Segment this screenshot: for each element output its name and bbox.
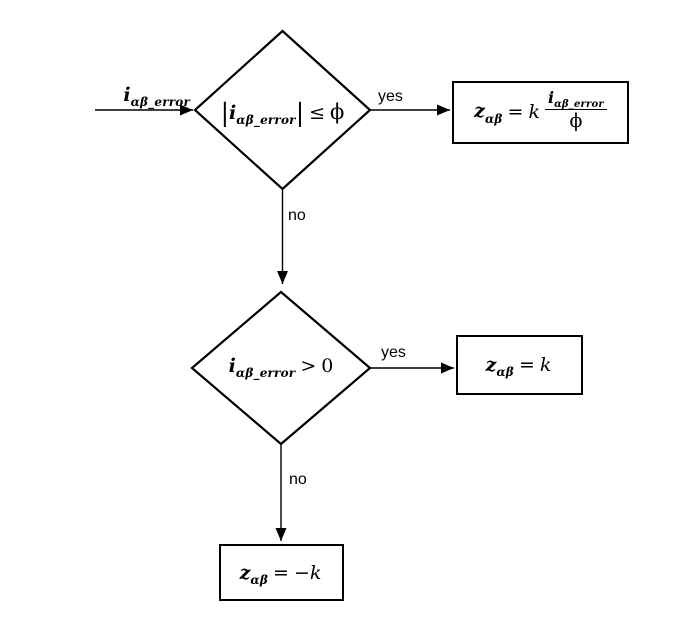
result3-subscript: αβ: [250, 572, 269, 587]
no1-label: no: [288, 207, 306, 224]
result1-subscript: αβ: [484, 111, 503, 126]
decision2-operator: >: [300, 355, 317, 377]
result1-var: z: [474, 100, 485, 123]
result2-var: z: [485, 354, 497, 376]
abs-bar-close: |: [295, 97, 305, 127]
numerator-subscript: αβ_error: [554, 99, 604, 111]
yes1-label: yes: [378, 88, 403, 105]
result2-equals: =: [518, 354, 535, 376]
decision1-label: |iαβ_error|≤ϕ: [195, 92, 370, 128]
fraction-denominator-phi: ϕ: [569, 109, 583, 132]
decision1-subscript: αβ_error: [236, 112, 296, 127]
decision1-var: i: [229, 101, 237, 124]
no2-label: no: [289, 471, 307, 488]
yes2-label: yes: [381, 344, 406, 361]
fraction-numerator: iαβ_error: [544, 88, 607, 111]
input-signal-label: iαβ_error: [90, 84, 190, 109]
decision2-label: iαβ_error >0: [192, 348, 370, 384]
result3-value: k: [309, 561, 322, 584]
phi-symbol: ϕ: [330, 99, 345, 124]
numerator-var: i: [547, 88, 555, 108]
result2-value: k: [539, 354, 552, 376]
result-box-negative: zαβ =−k: [219, 544, 344, 601]
result1-coefficient: k: [528, 100, 540, 123]
decision2-subscript: αβ_error: [235, 366, 296, 380]
decision2-value: 0: [321, 355, 334, 377]
abs-bar-open: |: [220, 97, 230, 127]
input-subscript: αβ_error: [130, 95, 190, 109]
result3-var: z: [239, 561, 251, 584]
decision1-operator: ≤: [309, 101, 326, 124]
result-box-positive: zαβ =k: [456, 335, 583, 395]
result1-equals: =: [507, 100, 524, 123]
decision2-var: i: [228, 355, 236, 377]
result3-minus-sign: −: [293, 561, 310, 584]
result2-subscript: αβ: [496, 365, 514, 379]
result3-equals: =: [273, 561, 289, 584]
input-var: i: [123, 84, 131, 106]
